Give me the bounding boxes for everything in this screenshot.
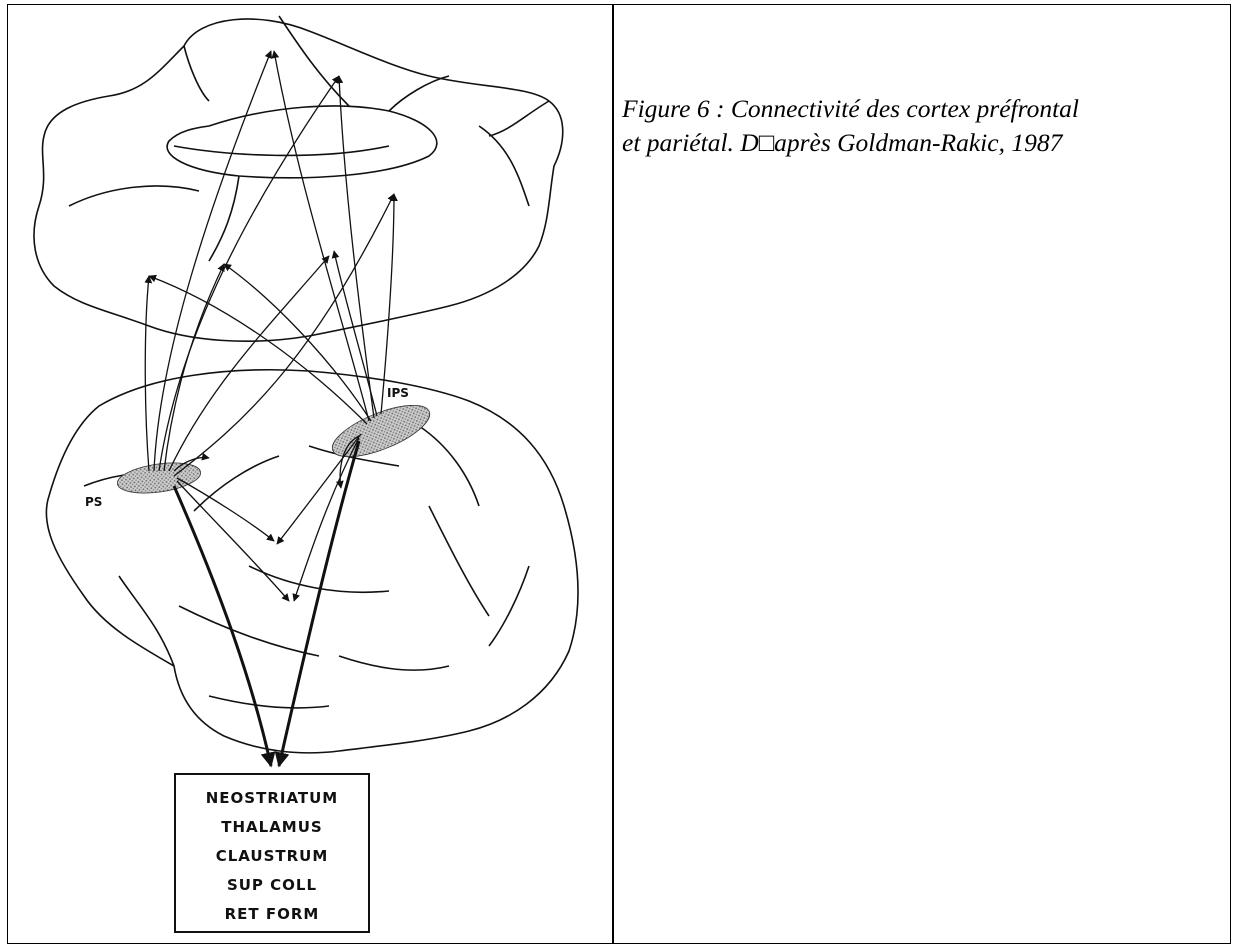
ips-label: IPS <box>387 386 409 400</box>
target-box-line-1: NEOSTRIATUM <box>206 789 339 807</box>
medial-hemisphere-outline <box>34 16 563 341</box>
caption-line-2: et pariétal. D□après Goldman-Rakic, 1987 <box>622 126 1228 160</box>
ps-label: PS <box>85 495 102 509</box>
subcortical-projection-arrows <box>174 441 359 766</box>
target-box-line-4: SUP COLL <box>227 876 317 894</box>
table-column-divider <box>612 4 614 944</box>
target-box-line-3: CLAUSTRUM <box>216 847 329 865</box>
lateral-hemisphere-outline <box>46 370 578 753</box>
target-box-line-2: THALAMUS <box>221 818 322 836</box>
brain-connectivity-illustration: PS IPS NEOSTRIATUM THALAMUS CLAUSTRUM SU… <box>9 6 611 942</box>
target-box-line-5: RET FORM <box>225 905 320 923</box>
figure-caption: Figure 6 : Connectivité des cortex préfr… <box>622 92 1228 160</box>
caption-line-1: Figure 6 : Connectivité des cortex préfr… <box>622 92 1228 126</box>
